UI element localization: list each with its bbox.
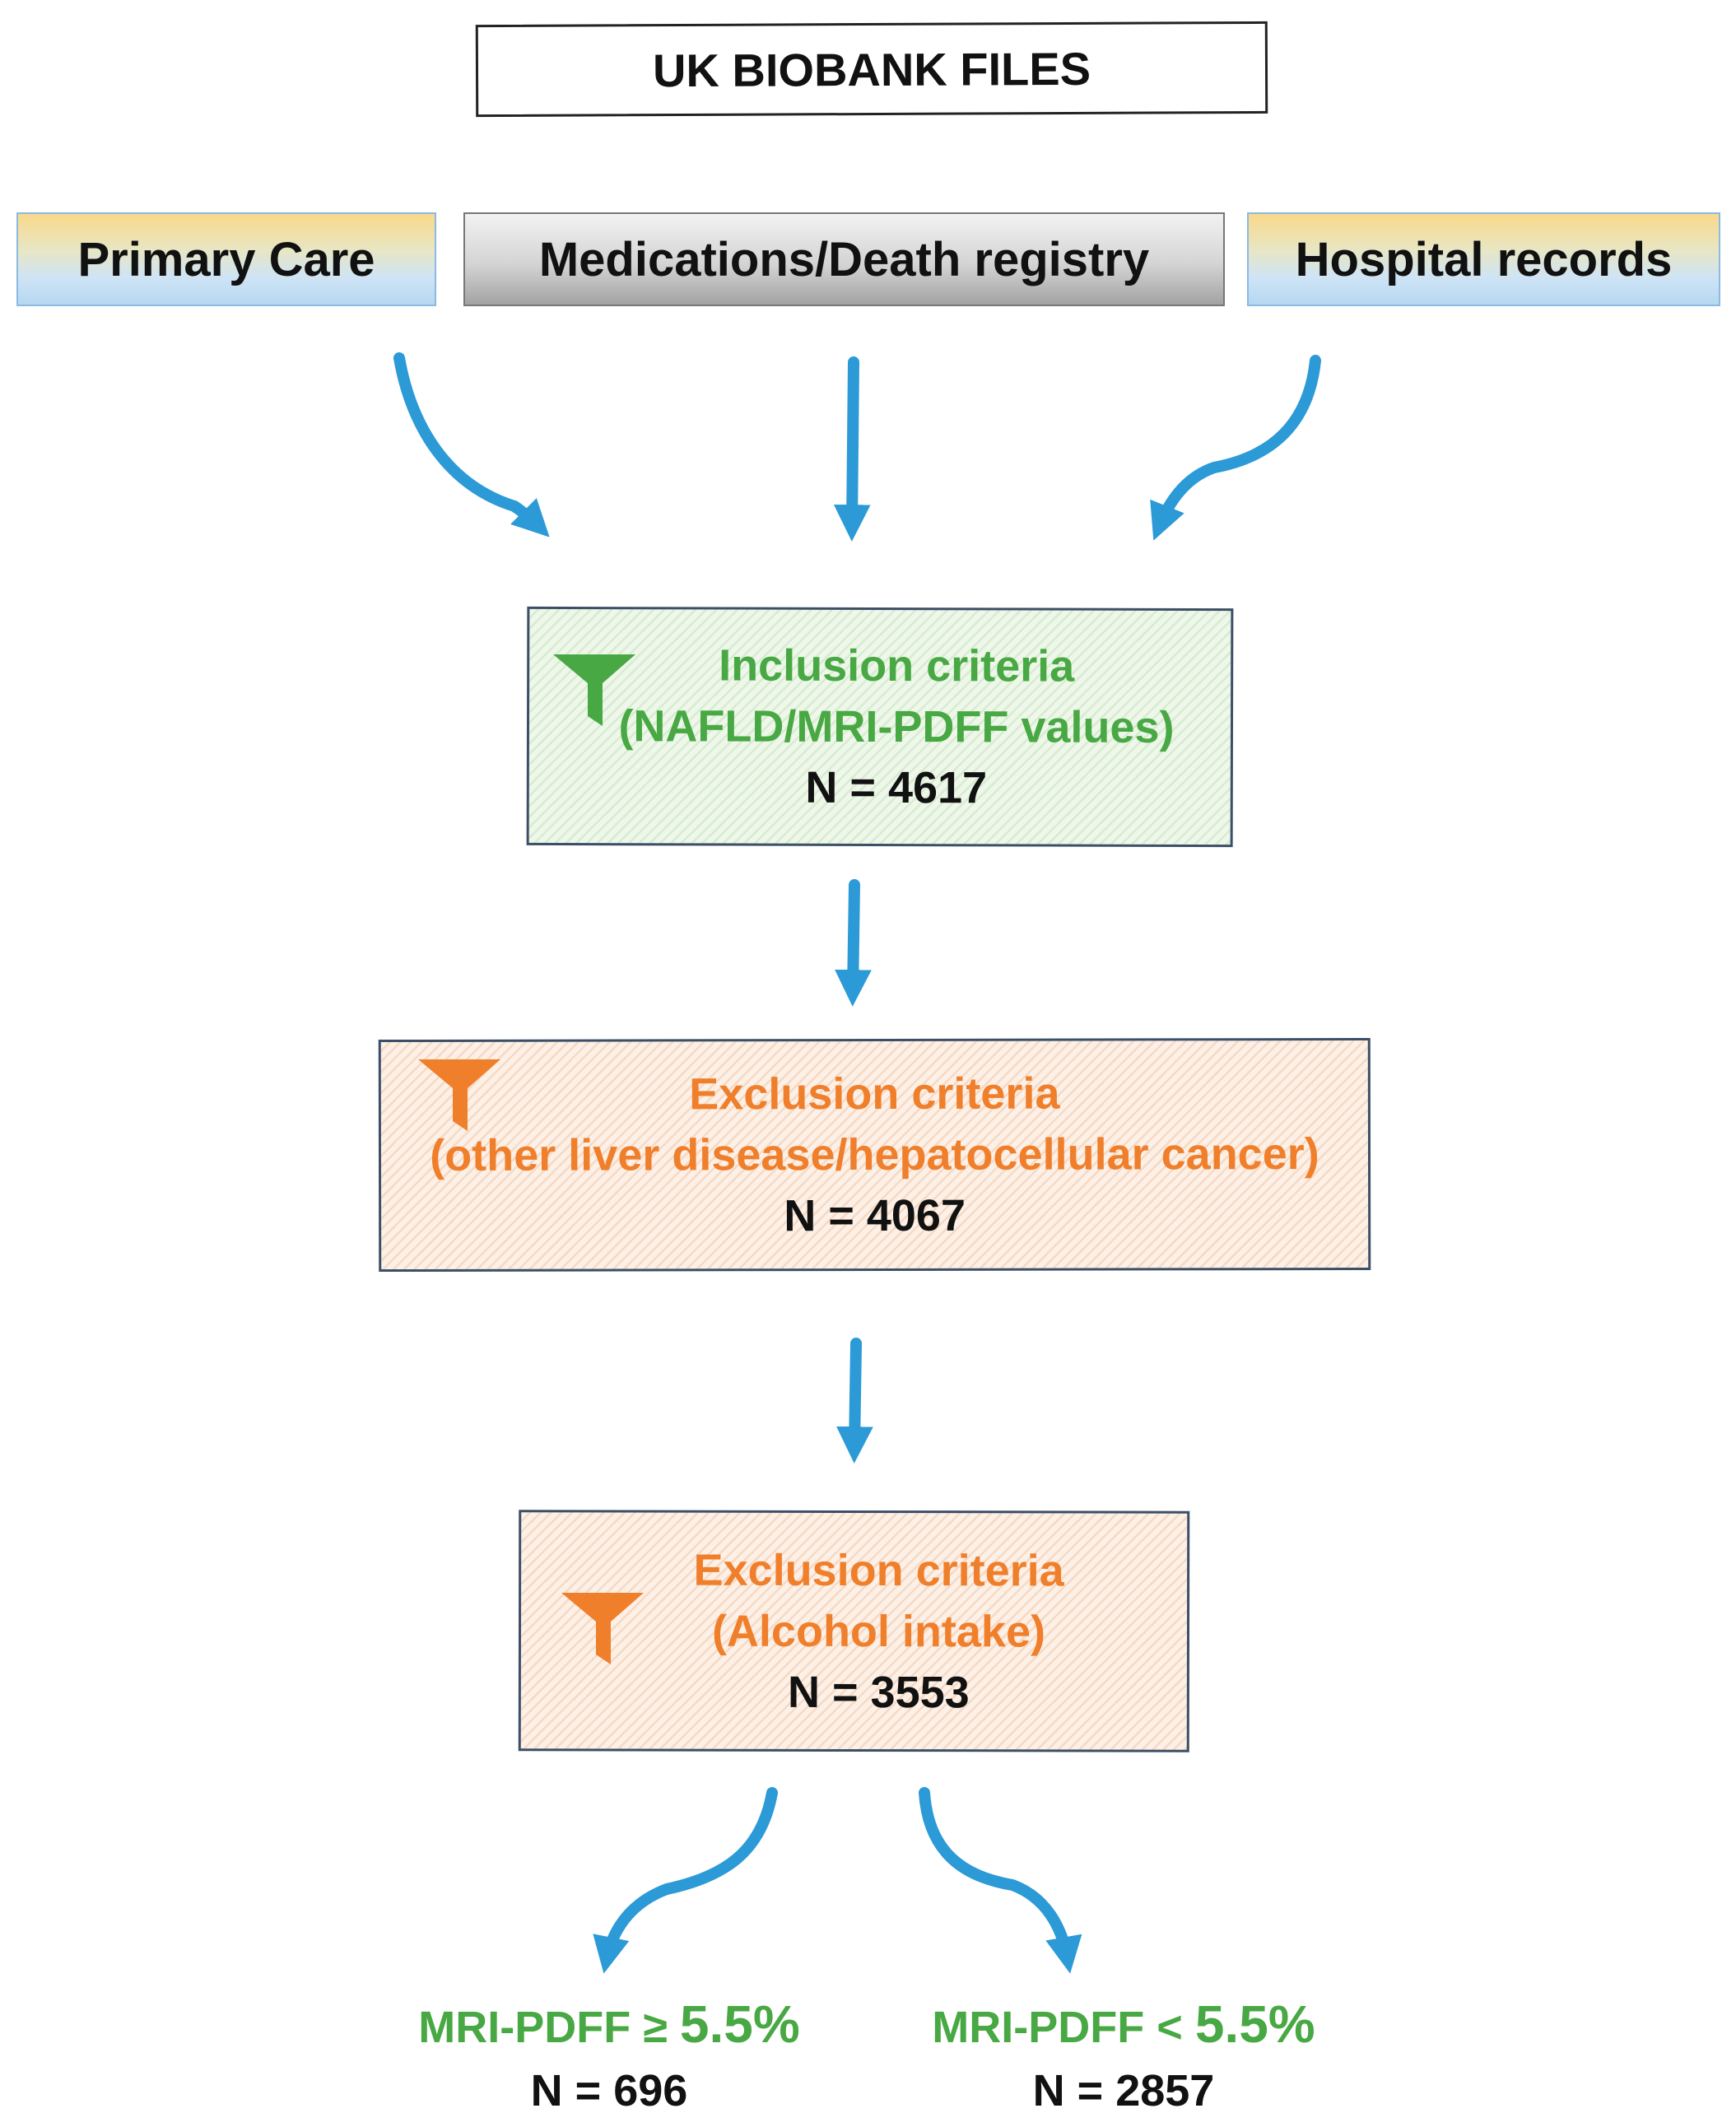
inclusion-count: N = 4617 (805, 762, 988, 813)
arrow-alcohol-to-low-pdff (919, 1787, 1082, 1974)
arrow-medications-to-inclusion (833, 356, 871, 542)
result-low-count: N = 2857 (1032, 2066, 1215, 2115)
result-low-label: MRI-PDFF < 5.5% (932, 1994, 1315, 2054)
arrow-primary-care-to-inclusion (393, 352, 550, 538)
source-primary-care: Primary Care (16, 212, 436, 306)
funnel-icon (553, 654, 635, 726)
exclusion-liver-count: N = 4067 (784, 1190, 966, 1241)
funnel-icon (418, 1059, 500, 1131)
exclusion-alcohol-subtitle: (Alcohol intake) (711, 1606, 1046, 1656)
title-text: UK BIOBANK FILES (652, 42, 1091, 96)
exclusion-liver-subtitle: (other liver disease/hepatocellular canc… (430, 1129, 1319, 1180)
exclusion-alcohol-title: Exclusion criteria (693, 1545, 1064, 1595)
result-high-label: MRI-PDFF ≥ 5.5% (418, 1994, 800, 2054)
funnel-icon (561, 1593, 644, 1664)
arrow-exclusion-liver-to-alcohol (836, 1338, 873, 1464)
source-hospital-records-label: Hospital records (1295, 232, 1673, 286)
exclusion-alcohol-count: N = 3553 (787, 1667, 970, 1717)
source-hospital-records: Hospital records (1247, 212, 1720, 306)
result-high-count: N = 696 (530, 2066, 688, 2115)
inclusion-subtitle: (NAFLD/MRI-PDFF values) (618, 701, 1175, 752)
result-low-pdff: MRI-PDFF < 5.5% N = 2857 (877, 1992, 1371, 2122)
source-medications-death: Medications/Death registry (463, 212, 1225, 306)
exclusion-liver-box: Exclusion criteria (other liver disease/… (378, 1037, 1371, 1273)
result-high-pdff: MRI-PDFF ≥ 5.5% N = 696 (362, 1992, 856, 2122)
exclusion-liver-title: Exclusion criteria (689, 1068, 1060, 1119)
arrow-inclusion-to-exclusion-liver (835, 879, 872, 1007)
arrow-alcohol-to-high-pdff (593, 1787, 778, 1974)
source-primary-care-label: Primary Care (77, 232, 375, 286)
arrow-hospital-to-inclusion (1150, 355, 1321, 541)
source-medications-death-label: Medications/Death registry (538, 232, 1150, 286)
inclusion-title: Inclusion criteria (719, 640, 1075, 691)
title-box: UK BIOBANK FILES (475, 21, 1268, 118)
